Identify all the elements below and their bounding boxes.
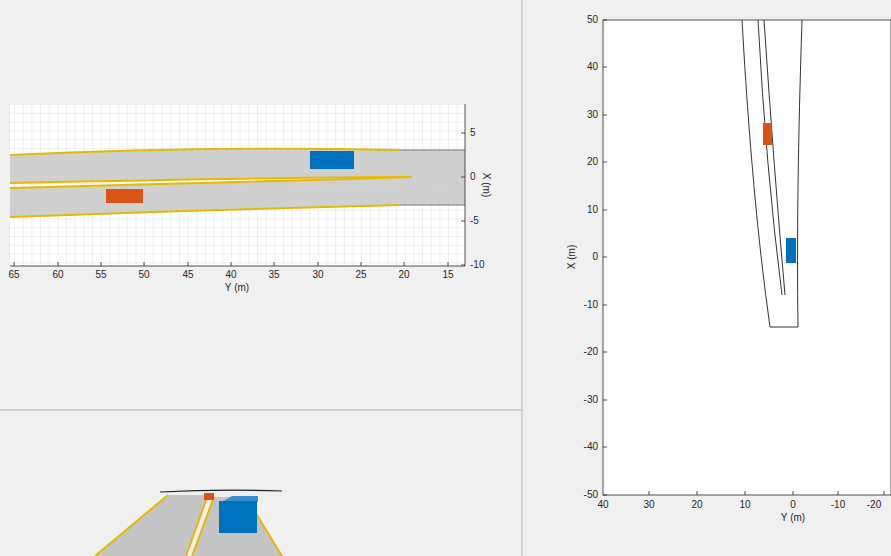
tick-label: 5 bbox=[470, 128, 476, 138]
tick-label: 40 bbox=[587, 62, 598, 72]
road-edge bbox=[10, 205, 400, 217]
axis-label: X (m) bbox=[567, 245, 577, 269]
tick-label: 35 bbox=[268, 270, 279, 280]
tick-label: 30 bbox=[587, 110, 598, 120]
plot-area bbox=[10, 104, 465, 266]
road-lane bbox=[192, 497, 282, 556]
tick-label: 40 bbox=[225, 270, 236, 280]
road-edge bbox=[758, 20, 782, 295]
axis-label: Y (m) bbox=[781, 513, 805, 523]
tick-label: -10 bbox=[470, 260, 484, 270]
axis-line bbox=[465, 104, 466, 266]
axis-label: X (m) bbox=[481, 173, 491, 197]
tick-label: -5 bbox=[470, 216, 479, 226]
tick-label: 25 bbox=[355, 270, 366, 280]
target-vehicle bbox=[763, 123, 772, 145]
axis-ticks bbox=[14, 133, 465, 266]
axis-ticks bbox=[603, 20, 884, 495]
ego-vehicle bbox=[310, 151, 354, 169]
tick-label: 50 bbox=[138, 270, 149, 280]
tick-label: 65 bbox=[8, 270, 19, 280]
road-edge bbox=[764, 20, 785, 295]
tick-label: 40 bbox=[597, 500, 608, 510]
tick-label: 20 bbox=[691, 500, 702, 510]
road-lane bbox=[10, 178, 465, 217]
tick-label: 10 bbox=[587, 205, 598, 215]
tick-label: 10 bbox=[739, 500, 750, 510]
plot-area bbox=[603, 20, 891, 495]
road-lane bbox=[95, 495, 208, 556]
tick-label: 15 bbox=[442, 270, 453, 280]
ego-vehicle bbox=[786, 238, 796, 263]
tick-label: 0 bbox=[470, 172, 476, 182]
road-edge bbox=[95, 495, 282, 556]
tick-label: 45 bbox=[182, 270, 193, 280]
panel-ground bbox=[0, 0, 522, 410]
panel-divider bbox=[0, 409, 522, 411]
tick-label: -10 bbox=[584, 300, 598, 310]
road-edge bbox=[160, 490, 282, 492]
target-vehicle bbox=[204, 493, 214, 500]
tick-label: 60 bbox=[52, 270, 63, 280]
axis-line bbox=[10, 266, 465, 267]
tick-label: 0 bbox=[790, 500, 796, 510]
tick-label: -50 bbox=[584, 490, 598, 500]
tick-label: -30 bbox=[584, 395, 598, 405]
tick-label: -40 bbox=[584, 442, 598, 452]
tick-label: 20 bbox=[587, 157, 598, 167]
road-edge bbox=[400, 150, 465, 205]
tick-label: 50 bbox=[587, 15, 598, 25]
road-edge bbox=[10, 177, 412, 188]
tick-label: 30 bbox=[312, 270, 323, 280]
road-edge bbox=[742, 20, 770, 327]
tick-label: 20 bbox=[398, 270, 409, 280]
plot-grid bbox=[10, 104, 465, 266]
tick-label: 0 bbox=[592, 252, 598, 262]
tick-label: 55 bbox=[95, 270, 106, 280]
tick-label: -10 bbox=[831, 500, 845, 510]
panel-divider bbox=[521, 0, 523, 556]
axis-label: Y (m) bbox=[225, 283, 249, 293]
tick-label: -20 bbox=[584, 347, 598, 357]
road-edge bbox=[770, 20, 802, 327]
tick-label: -20 bbox=[867, 500, 881, 510]
tick-label: 30 bbox=[643, 500, 654, 510]
ego-vehicle bbox=[219, 501, 257, 533]
target-vehicle bbox=[106, 189, 143, 203]
